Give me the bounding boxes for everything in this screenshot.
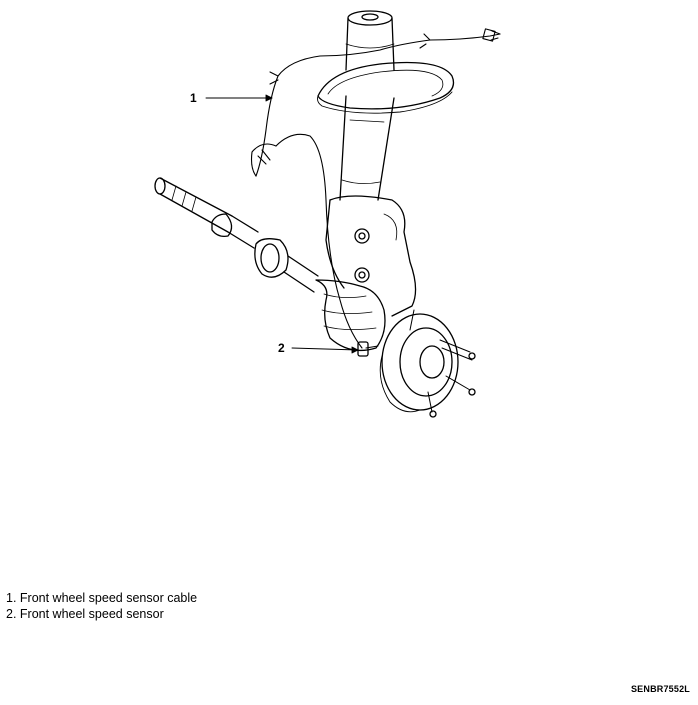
callout-leader-1	[205, 94, 273, 102]
legend-item-wheel-speed-sensor: 2. Front wheel speed sensor	[6, 607, 164, 621]
strut-body	[339, 95, 395, 201]
parts-legend: 1. Front wheel speed sensor cable 2. Fro…	[6, 590, 197, 622]
wheel-hub	[379, 309, 476, 418]
sensor-cable	[250, 28, 501, 349]
strut-assembly-illustration	[154, 10, 501, 418]
legend-item-sensor-cable: 1. Front wheel speed sensor cable	[6, 591, 198, 605]
spring-seat	[317, 61, 455, 114]
strut-upper-cylinder	[345, 10, 395, 71]
callout-leader-2	[291, 346, 359, 354]
drive-shaft	[154, 177, 319, 293]
figure-code: SENBR7552L	[630, 684, 690, 694]
cv-boot	[315, 279, 386, 352]
callout-number-1: 1	[190, 91, 197, 105]
wheel-speed-sensor	[357, 341, 379, 357]
callout-number-2: 2	[278, 341, 285, 355]
